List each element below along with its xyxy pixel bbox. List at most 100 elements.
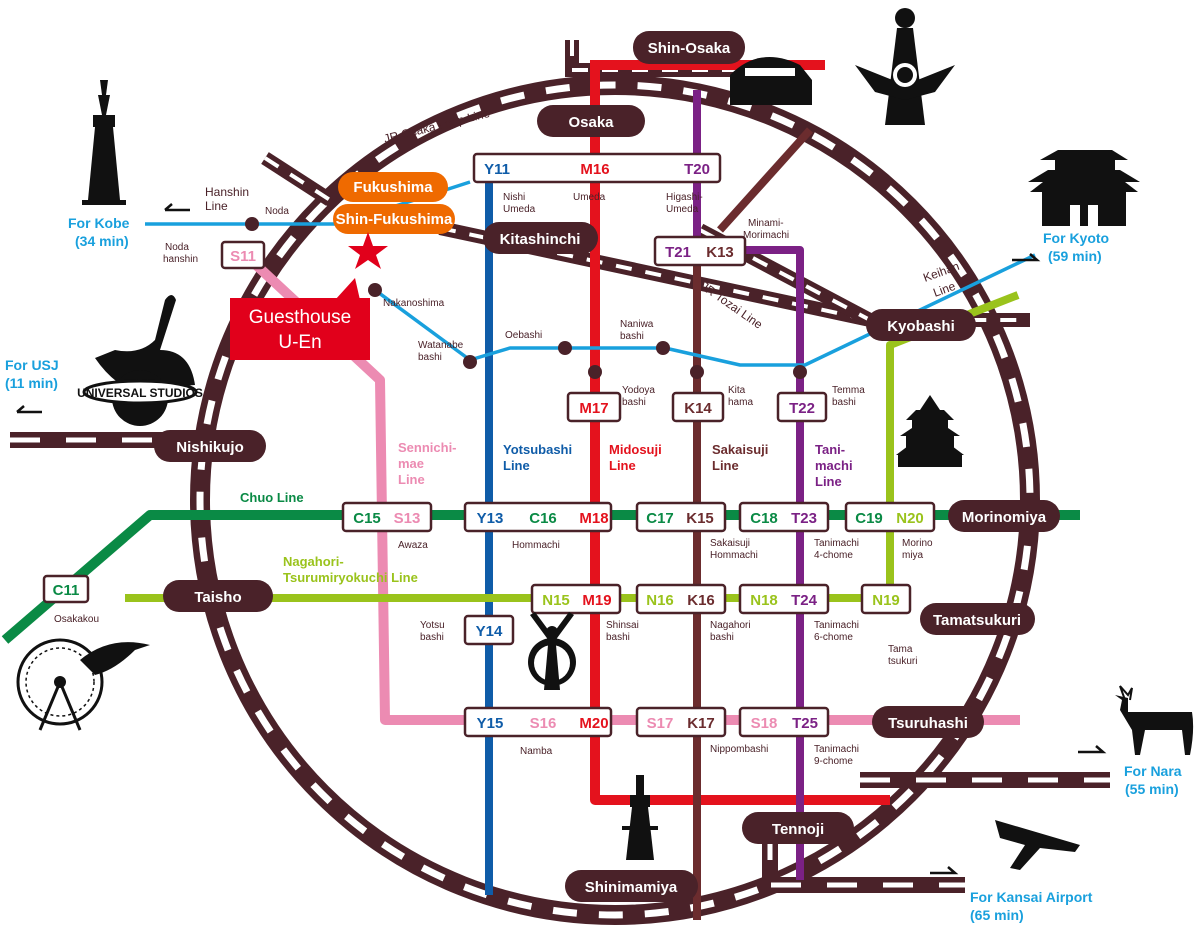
svg-text:Shin-Fukushima: Shin-Fukushima [336,211,453,228]
station-shinimamiya[interactable]: Shinimamiya [565,870,698,902]
code-hommachi[interactable]: Y13 C16 M18 [463,501,613,533]
station-nishikujo[interactable]: Nishikujo [154,430,266,462]
svg-text:Morimachi: Morimachi [743,230,789,241]
code-t22[interactable]: T22 [776,391,828,423]
svg-text:(34 min): (34 min) [75,233,129,249]
svg-text:Fukushima: Fukushima [353,179,433,196]
landmarks: UNIVERSAL STUDIOS [16,8,1194,870]
code-sakaisuji-hommachi[interactable]: C17 K15 [635,501,727,533]
dest-kobe[interactable]: For Kobe (34 min) [68,203,190,249]
station-taisho[interactable]: Taisho [163,580,273,612]
code-higashi-umeda[interactable]: T21 K13 [653,235,747,267]
guesthouse-marker[interactable]: Guesthouse U-En [230,232,388,360]
station-osaka[interactable]: Osaka [537,105,645,137]
svg-text:Y14: Y14 [476,623,503,640]
svg-text:M16: M16 [580,161,609,178]
code-y14[interactable]: Y14 [463,614,515,646]
svg-text:C18: C18 [750,510,778,527]
svg-text:Morino: Morino [902,538,933,549]
station-codes: Y11 M16 T20 T21 K13 S11 M17 K14 T22 C15 [42,152,936,738]
svg-text:Yotsubashi: Yotsubashi [503,442,572,457]
svg-text:bashi: bashi [606,632,630,643]
svg-text:Nakanoshima: Nakanoshima [383,298,445,309]
station-morinomiya[interactable]: Morinomiya [948,500,1060,532]
svg-text:Nishikujo: Nishikujo [176,439,244,456]
code-k14[interactable]: K14 [671,391,725,423]
svg-text:bashi: bashi [710,632,734,643]
code-c11[interactable]: C11 [42,574,90,604]
svg-text:For Kansai Airport: For Kansai Airport [970,889,1093,905]
svg-text:Hommachi: Hommachi [710,550,758,561]
svg-text:Nagahori-: Nagahori- [283,554,344,569]
svg-text:Line: Line [503,458,530,473]
station-kyobashi[interactable]: Kyobashi [866,309,976,341]
svg-text:hanshin: hanshin [163,254,198,265]
star-icon [348,232,388,269]
svg-text:Osaka: Osaka [568,114,614,131]
svg-text:(59 min): (59 min) [1048,248,1102,264]
station-tsuruhashi[interactable]: Tsuruhashi [872,706,984,738]
dest-kansai-airport[interactable]: For Kansai Airport (65 min) [930,866,1093,923]
code-nippombashi[interactable]: S17 K17 [635,706,727,738]
code-namba[interactable]: Y15 S16 M20 [463,706,613,738]
station-shin-osaka[interactable]: Shin-Osaka [633,31,745,64]
code-m17[interactable]: M17 [566,391,622,423]
code-s11[interactable]: S11 [220,240,266,270]
svg-text:Line: Line [931,279,957,300]
station-kitashinchi[interactable]: Kitashinchi [483,222,598,254]
station-fukushima[interactable]: Fukushima [338,172,448,202]
svg-text:Line: Line [398,472,425,487]
dest-usj[interactable]: For USJ (11 min) [5,357,59,414]
code-morinomiya[interactable]: C19 N20 [844,501,936,533]
svg-text:Kita: Kita [728,385,746,396]
osaka-tower-icon [82,80,126,205]
svg-text:Tani-: Tani- [815,442,845,457]
svg-text:S18: S18 [751,715,778,732]
svg-text:For Kobe: For Kobe [68,215,130,231]
svg-text:Tamatsukuri: Tamatsukuri [933,612,1021,629]
svg-text:Yodoya: Yodoya [622,385,655,396]
svg-text:N18: N18 [750,592,778,609]
svg-text:Higashi-: Higashi- [666,192,703,203]
dest-kyoto[interactable]: For Kyoto (59 min) [1012,230,1109,264]
code-umeda[interactable]: Y11 M16 T20 [472,152,722,184]
whale-shark-icon [80,642,150,675]
svg-text:Watanabe: Watanabe [418,340,464,351]
keihan-line [373,253,1036,367]
code-tanimachi9[interactable]: S18 T25 [738,706,830,738]
svg-text:Noda: Noda [165,242,189,253]
osaka-castle-icon [896,395,964,467]
station-tennoji[interactable]: Tennoji [742,812,854,844]
svg-text:(65 min): (65 min) [970,907,1024,923]
code-shinsaibashi[interactable]: N15 M19 [530,583,622,615]
tsutenkaku-icon [622,775,658,860]
svg-text:T22: T22 [789,400,815,417]
dest-nara[interactable]: For Nara (55 min) [1078,745,1182,797]
svg-text:K13: K13 [706,244,734,261]
arrow-right-icon [1078,745,1107,754]
svg-text:Oebashi: Oebashi [505,330,542,341]
svg-text:bashi: bashi [420,632,444,643]
svg-text:N20: N20 [896,510,924,527]
code-tanimachi4[interactable]: C18 T23 [738,501,830,533]
code-tanimachi6[interactable]: N18 T24 [738,583,830,615]
code-awaza[interactable]: C15 S13 [341,501,433,533]
svg-text:Line: Line [815,474,842,489]
svg-text:Shin-Osaka: Shin-Osaka [648,40,731,57]
svg-text:C17: C17 [646,510,674,527]
code-n19[interactable]: N19 [860,583,912,615]
svg-text:S11: S11 [230,248,256,265]
svg-text:K14: K14 [684,400,712,417]
code-nagahoribashi[interactable]: N16 K16 [635,583,727,615]
svg-text:tsukuri: tsukuri [888,656,917,667]
arrow-right-icon [1012,253,1041,262]
chuo-line [1,510,1080,644]
svg-text:K16: K16 [687,592,715,609]
station-tamatsukuri[interactable]: Tamatsukuri [920,603,1035,635]
svg-text:Minami-: Minami- [748,218,784,229]
svg-text:UNIVERSAL STUDIOS: UNIVERSAL STUDIOS [77,386,203,400]
station-shin-fukushima[interactable]: Shin-Fukushima [333,204,455,234]
svg-text:M19: M19 [582,592,611,609]
svg-text:T24: T24 [791,592,818,609]
